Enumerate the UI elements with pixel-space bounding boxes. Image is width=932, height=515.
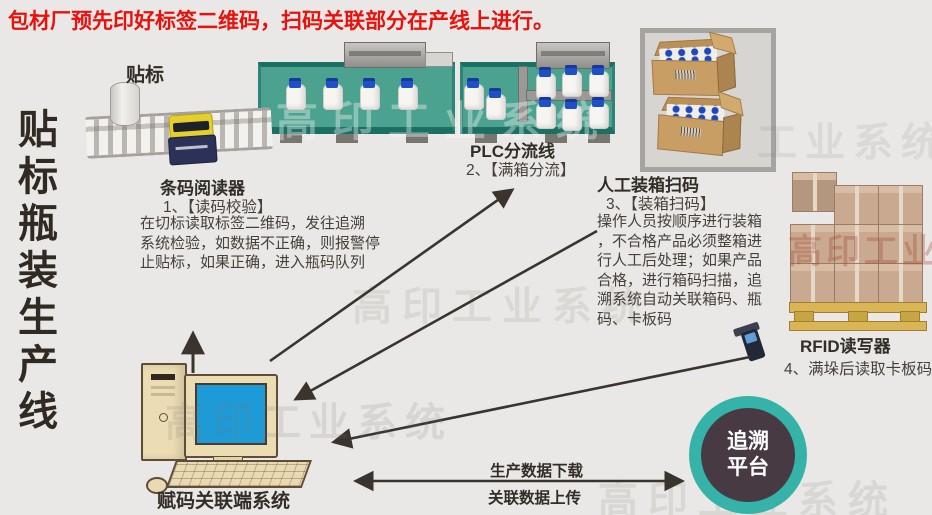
computer-monitor-icon bbox=[184, 374, 278, 458]
bottle-icon bbox=[286, 78, 306, 110]
bottle-icon bbox=[536, 67, 556, 99]
terminal-name: 赋码关联端系统 bbox=[157, 491, 291, 512]
watermark-top-right: 工业系统 bbox=[757, 121, 932, 165]
pallet-box-icon bbox=[878, 263, 923, 303]
packing-description: 操作人员按顺序进行装箱 ，不合格产品必须整箱进 行人工后处理；如果产品 合格，进… bbox=[597, 213, 763, 328]
carton-box-icon bbox=[655, 90, 744, 157]
rfid-step-title: 4、满垛后读取卡板码 bbox=[784, 361, 932, 378]
bottle-icon bbox=[562, 65, 582, 97]
reader-description: 在切标读取标签二维码，发往追溯 系统检验，如数据不正确，则报警停 止贴标，如果正… bbox=[140, 215, 381, 271]
plc-name: PLC分流线 bbox=[470, 142, 555, 161]
computer-tower-icon bbox=[141, 363, 187, 461]
bottle-icon bbox=[398, 78, 418, 110]
label-roll-icon bbox=[110, 82, 140, 126]
bottle-icon bbox=[536, 97, 556, 129]
plc-step-title: 2、【满箱分流】 bbox=[466, 162, 576, 179]
labeler-machine-icon bbox=[536, 42, 610, 69]
monitor-screen bbox=[195, 383, 267, 445]
pallet-box-icon bbox=[878, 185, 923, 225]
conveyor-foot-icon bbox=[280, 134, 302, 143]
platform-name-line2: 平台 bbox=[727, 456, 769, 479]
bottle-icon bbox=[486, 88, 506, 120]
labeler-machine-icon bbox=[344, 42, 426, 68]
pallet-box-icon bbox=[790, 224, 835, 264]
pallet-box-icon bbox=[834, 185, 879, 225]
conveyor-foot-icon bbox=[588, 134, 610, 143]
bottle-icon bbox=[360, 78, 380, 110]
traceability-platform-node: 追溯 平台 bbox=[689, 396, 807, 514]
carton-box-icon bbox=[649, 31, 738, 98]
rfid-name: RFID读写器 bbox=[800, 337, 891, 356]
reader-step-title: 1、【读码校验】 bbox=[163, 199, 273, 216]
conveyor-foot-icon bbox=[406, 134, 428, 143]
labeling-label: 贴标 bbox=[126, 65, 165, 86]
flow-upload-label: 关联数据上传 bbox=[488, 490, 582, 507]
pallet-slat-icon bbox=[789, 321, 927, 331]
side-title-vertical: 贴标瓶装生产线 bbox=[12, 108, 56, 437]
mouse-icon bbox=[146, 477, 168, 494]
pallet-box-icon bbox=[878, 224, 923, 264]
conveyor-foot-icon bbox=[475, 134, 497, 143]
bottle-icon bbox=[323, 78, 343, 110]
arrow-rfid-to-terminal bbox=[330, 355, 751, 449]
bottle-icon bbox=[464, 78, 484, 110]
packing-name: 人工装箱扫码 bbox=[597, 176, 699, 195]
keyboard-icon bbox=[165, 460, 312, 488]
bottle-icon bbox=[589, 65, 609, 97]
machine-attachment-icon bbox=[425, 52, 453, 67]
pallet-box-icon bbox=[834, 224, 879, 264]
page-title: 包材厂预先印好标签二维码，扫码关联部分在产线上进行。 bbox=[8, 10, 554, 33]
platform-name-line1: 追溯 bbox=[727, 430, 769, 453]
bottle-icon bbox=[562, 99, 582, 131]
bottle-icon bbox=[589, 97, 609, 129]
pallet-box-icon bbox=[790, 263, 835, 303]
packing-step-title: 3、【装箱扫码】 bbox=[606, 196, 716, 213]
flow-download-label: 生产数据下载 bbox=[490, 463, 584, 480]
barcode-reader-icon bbox=[166, 112, 218, 166]
conveyor-foot-icon bbox=[545, 134, 567, 143]
pallet-box-icon bbox=[792, 172, 837, 212]
conveyor-foot-icon bbox=[336, 134, 358, 143]
pallet-box-icon bbox=[834, 263, 879, 303]
reader-name: 条码阅读器 bbox=[160, 179, 245, 198]
